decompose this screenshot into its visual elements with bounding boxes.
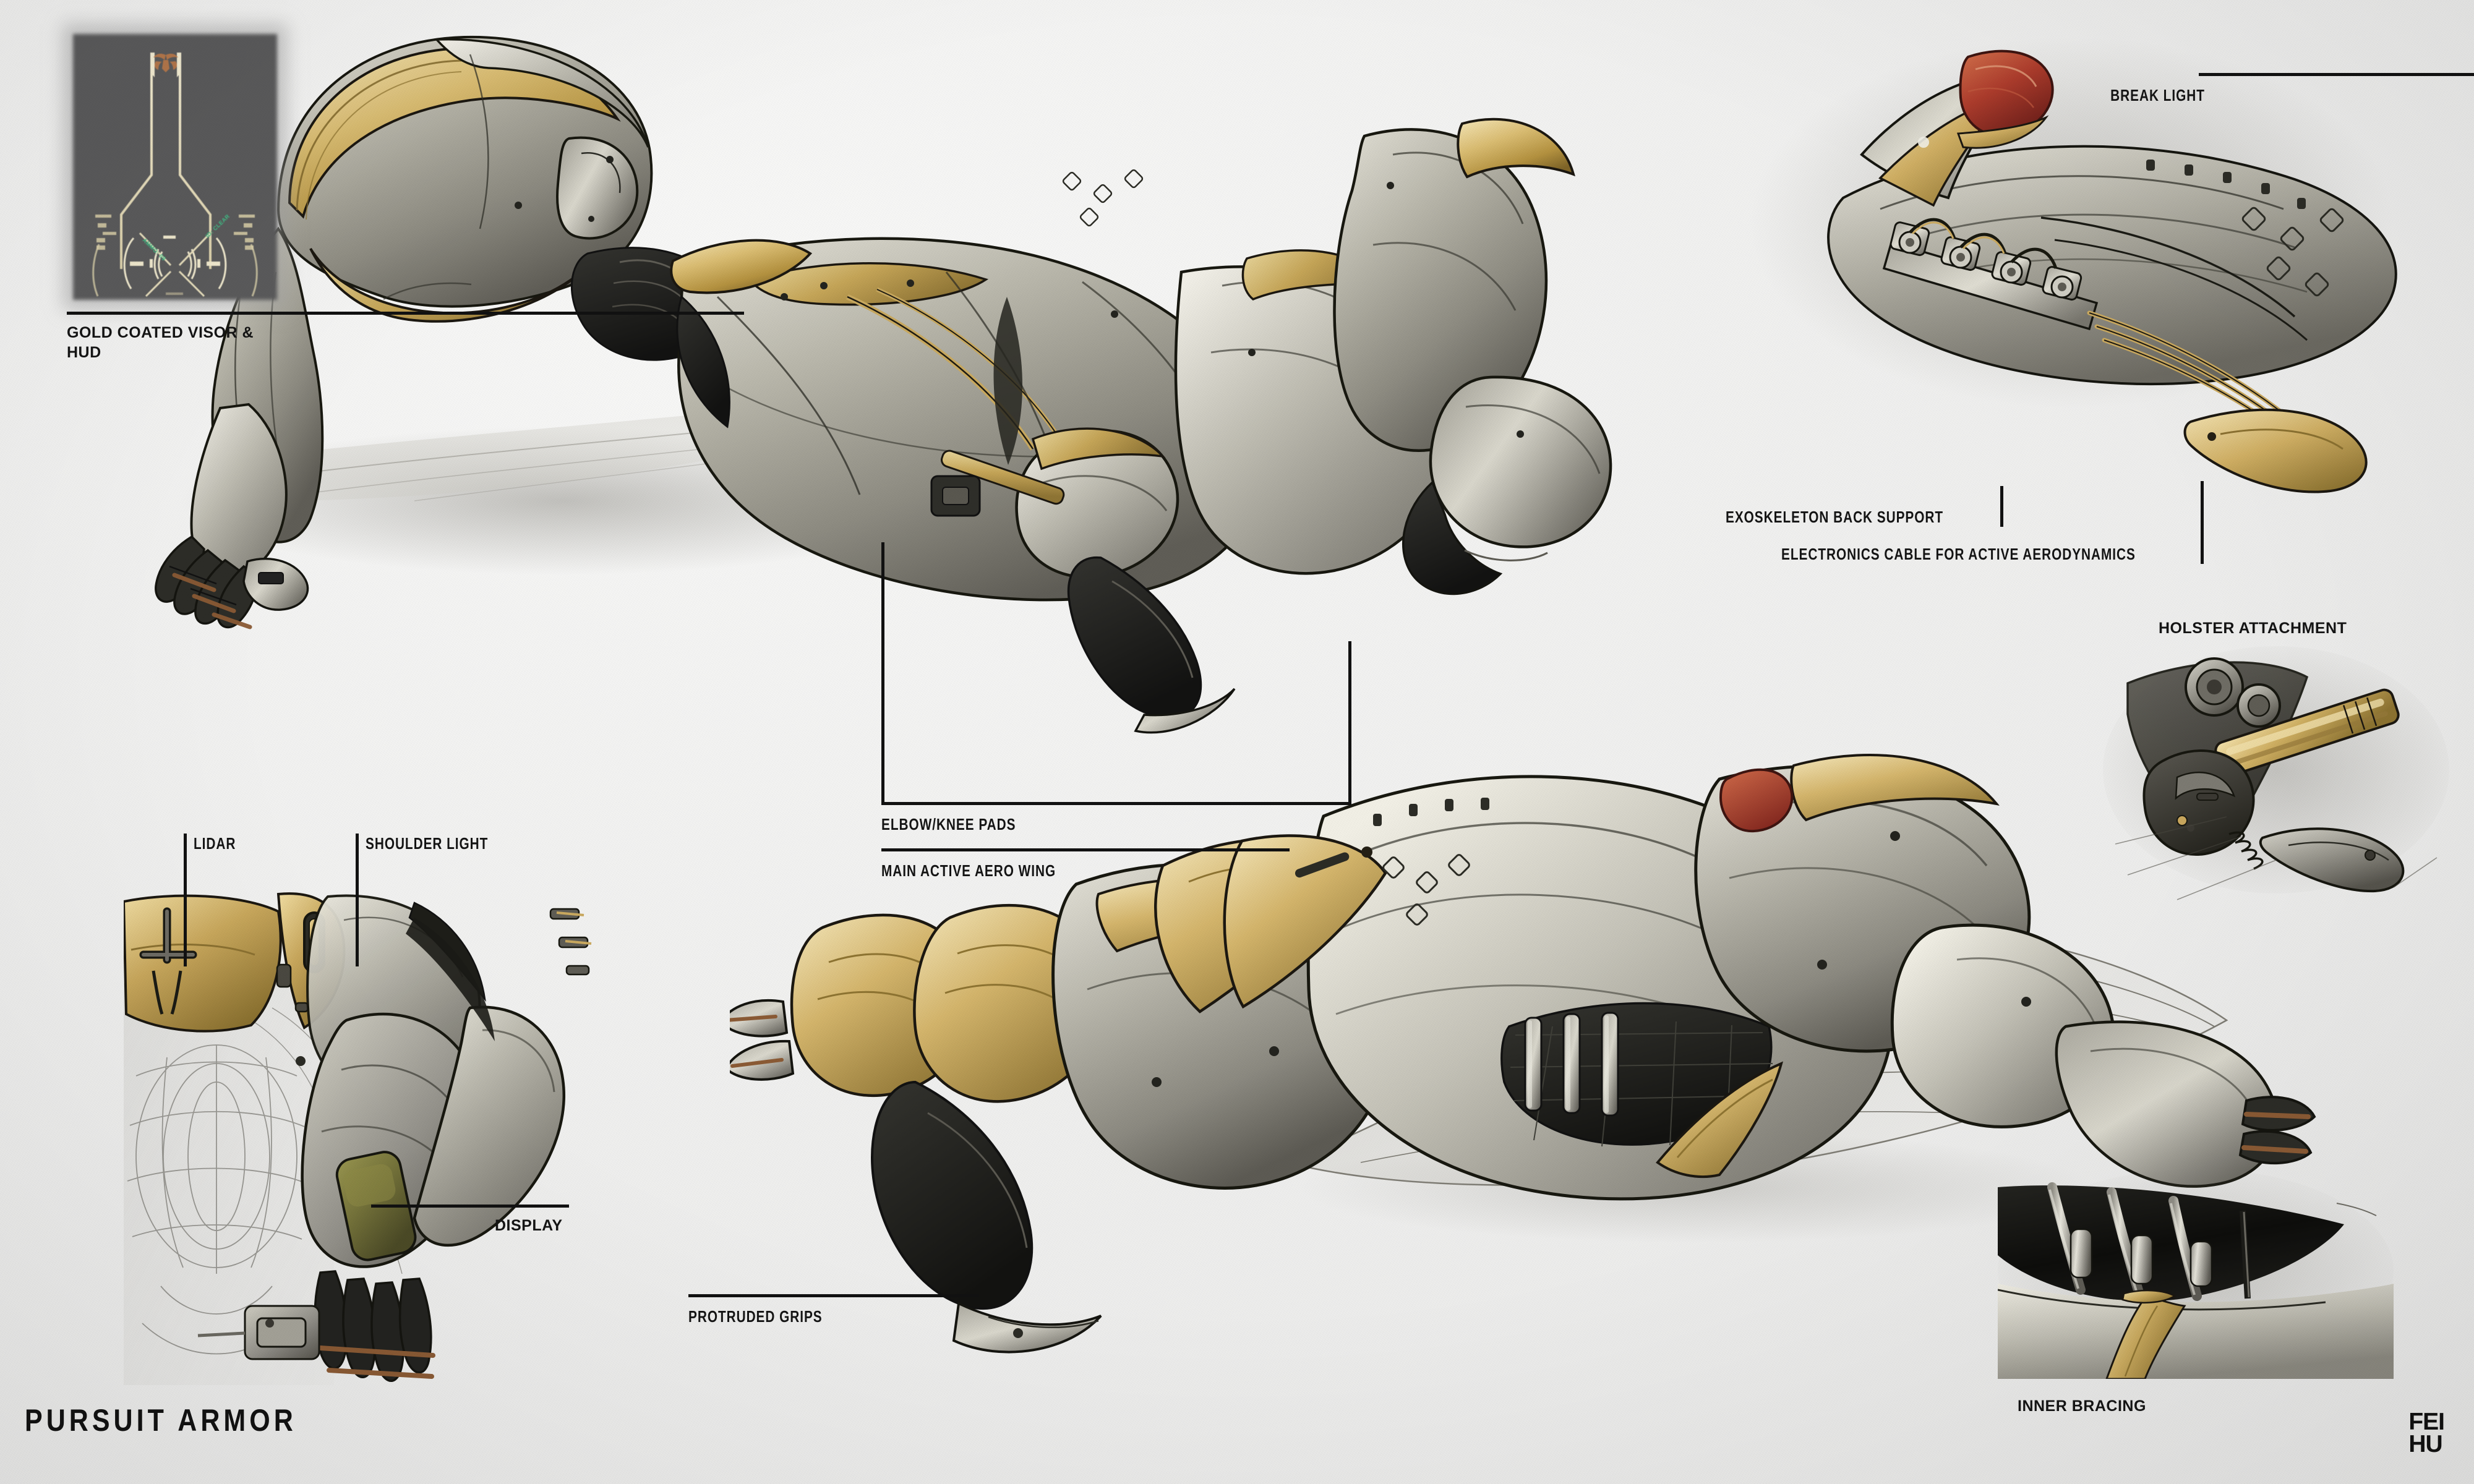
panel-back-support-detail (1750, 12, 2437, 507)
callout-label: ELBOW/KNEE PADS (881, 815, 1016, 834)
callout-label: LIDAR (194, 834, 236, 853)
callout-label: ELECTRONICS CABLE FOR ACTIVE AERODYNAMIC… (1781, 545, 2136, 563)
hud-panel-background (73, 34, 277, 300)
hand-fingers (314, 1270, 432, 1382)
callout-rule (2199, 73, 2474, 76)
hud-readout-id: ID: CLEAR (204, 213, 231, 239)
callout-label: INNER BRACING (2018, 1397, 2146, 1415)
callout-leader-left (881, 542, 884, 805)
pivot-wheel (2185, 657, 2281, 728)
hud-readout-ammo: AMMO: 09 (142, 237, 167, 262)
callout-label: GOLD COATED VISOR & HUD (67, 324, 254, 361)
callout-leader-line (356, 834, 359, 966)
panel-inner-bracing-detail (1998, 1162, 2394, 1379)
shoulder-arm-illustration (124, 892, 592, 1385)
exoskeleton-spine-mechanism (1882, 218, 2099, 331)
panel-holster-detail (2103, 640, 2449, 918)
panel-shoulder-arm-detail (124, 890, 643, 1385)
callout-rule (881, 802, 1351, 805)
callout-label: MAIN ACTIVE AERO WING (881, 861, 1056, 880)
signature-line-2: HU (2408, 1430, 2442, 1457)
page-title: PURSUIT ARMOR (25, 1403, 297, 1438)
boots-group (730, 903, 1109, 1354)
callout-label: DISPLAY (495, 1217, 563, 1234)
back-support-illustration (1750, 37, 2397, 493)
callout-rule (67, 312, 744, 315)
signature-line-1: FEI (2408, 1409, 2445, 1435)
protruded-grips (730, 999, 795, 1081)
crest-icon (153, 53, 178, 72)
artist-signature: FEI HU (2408, 1409, 2445, 1457)
callout-rule (688, 1294, 979, 1297)
hud-graphics: AMMO: 09 ID: CLEAR (92, 53, 258, 297)
holster-clamp-body (2142, 749, 2255, 856)
callout-label: HOLSTER ATTACHMENT (2159, 620, 2347, 637)
gold-coated-visor-hud-inset: AMMO: 09 ID: CLEAR (73, 34, 277, 300)
callout-leader-line (2201, 481, 2204, 564)
holster-illustration (2103, 646, 2449, 900)
callout-rule (881, 848, 1290, 851)
callout-label: PROTRUDED GRIPS (688, 1307, 823, 1326)
callout-leader-line (2000, 486, 2003, 527)
callout-rule (371, 1205, 569, 1208)
vent-diamond-group (2241, 207, 2344, 297)
panel-main-crouched-figure (93, 6, 1763, 736)
panel-prone-rider-figure (730, 594, 2326, 1422)
callout-label: EXOSKELETON BACK SUPPORT (1726, 508, 1944, 526)
prone-rider-illustration (730, 754, 2316, 1354)
main-figure-illustration (155, 35, 1612, 734)
shoulder-pad-gold (124, 894, 282, 1033)
inner-bracing-illustration (1998, 1169, 2394, 1379)
callout-label: BREAK LIGHT (2110, 86, 2205, 104)
callout-leader-line (184, 834, 187, 966)
callout-leader-right (1348, 641, 1351, 805)
callout-label: SHOULDER LIGHT (366, 834, 489, 853)
